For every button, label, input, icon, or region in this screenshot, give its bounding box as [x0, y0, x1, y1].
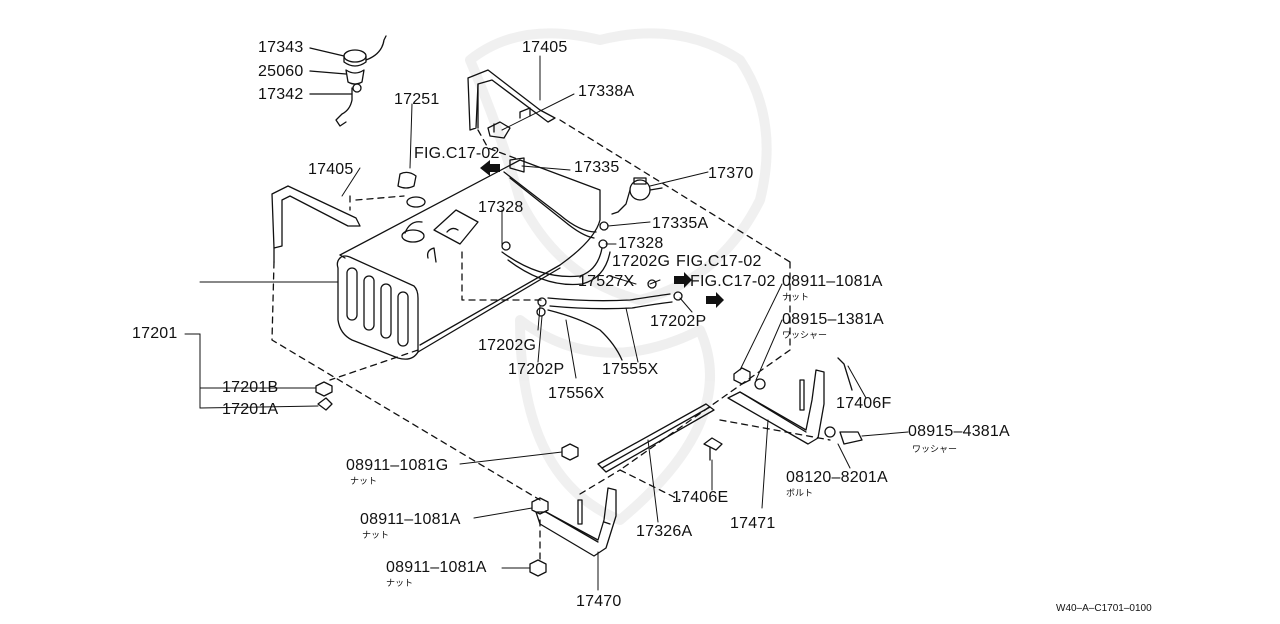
label-17556X: 17556X [548, 385, 605, 402]
label-08915-4381A: 08915–4381A [908, 423, 1010, 440]
hose-17335 [503, 171, 597, 239]
bracket-17471 [727, 369, 825, 445]
label-08120-8201A: 08120–8201A [786, 469, 888, 486]
note-nut-mid: ナット [362, 531, 390, 541]
label-17335: 17335 [574, 159, 620, 176]
label-fig-top[interactable]: FIG.C17-02 [414, 145, 500, 162]
fig-mid-arrow [674, 272, 692, 288]
hose-clamps [501, 221, 683, 317]
watermark-crest [465, 28, 772, 525]
label-17405-top: 17405 [522, 39, 568, 56]
fuel-cock-17370 [611, 177, 663, 215]
label-fig-low[interactable]: FIG.C17-02 [690, 273, 776, 290]
note-washer-right: ワッシャー [782, 331, 828, 341]
leader-lines [184, 55, 909, 591]
label-17202P-low: 17202P [508, 361, 565, 378]
bolt-17406F [837, 357, 853, 391]
hose-17556X [547, 309, 623, 361]
fig-top-arrow [480, 160, 500, 176]
fig-arrows [480, 160, 724, 308]
label-17326A: 17326A [636, 523, 693, 540]
label-08915-1381A: 08915–1381A [782, 311, 884, 328]
label-17202P-right: 17202P [650, 313, 707, 330]
label-17251: 17251 [394, 91, 440, 108]
bolt-17406E [703, 437, 723, 461]
label-08911-1081G: 08911–1081G [346, 457, 449, 474]
fuel-tank [336, 157, 601, 360]
label-08911-1081A-right: 08911–1081A [782, 273, 883, 290]
fig-low-arrow [706, 292, 724, 308]
strap-clip-17338A [487, 121, 511, 139]
label-17202G-low: 17202G [478, 337, 537, 354]
label-17370: 17370 [708, 165, 754, 182]
note-bolt: ボルト [786, 489, 814, 499]
label-17335A: 17335A [652, 215, 709, 232]
label-17342: 17342 [258, 86, 304, 103]
support-bar-17326A [597, 403, 715, 473]
label-17201A: 17201A [222, 401, 279, 418]
strap-17405-left [271, 185, 361, 263]
hose-17527X [501, 247, 611, 286]
label-08911-1081A-mid: 08911–1081A [360, 511, 461, 528]
label-17555X: 17555X [602, 361, 659, 378]
nuts-washers [315, 367, 863, 577]
bracket-17470 [535, 487, 617, 557]
cap-leaders [309, 47, 353, 95]
label-17202G-top: 17202G [612, 253, 671, 270]
note-nut-g: ナット [350, 477, 378, 487]
grommet-17251 [397, 171, 426, 208]
label-17470: 17470 [576, 593, 622, 610]
note-nut-bot: ナット [386, 579, 414, 589]
label-17405-left: 17405 [308, 161, 354, 178]
label-17201: 17201 [132, 325, 178, 342]
label-17406F: 17406F [836, 395, 892, 412]
hose-17555X [547, 293, 673, 310]
note-nut-right: ナット [782, 293, 810, 303]
label-17527X: 17527X [578, 273, 635, 290]
label-17343: 17343 [258, 39, 304, 56]
drawing-code: W40–A–C1701–0100 [1056, 603, 1152, 614]
label-17338A: 17338A [578, 83, 635, 100]
phantom-lines [271, 119, 831, 561]
note-washer-low: ワッシャー [912, 445, 958, 455]
label-fig-mid[interactable]: FIG.C17-02 [676, 253, 762, 270]
label-17201B: 17201B [222, 379, 279, 396]
label-25060: 25060 [258, 63, 304, 80]
label-17328-a: 17328 [478, 199, 524, 216]
strap-17405-top [467, 69, 556, 131]
label-17471: 17471 [730, 515, 776, 532]
label-17406E: 17406E [672, 489, 729, 506]
label-17328-b: 17328 [618, 235, 664, 252]
label-08911-1081A-bot: 08911–1081A [386, 559, 487, 576]
fuel-cap-assembly [335, 35, 387, 127]
